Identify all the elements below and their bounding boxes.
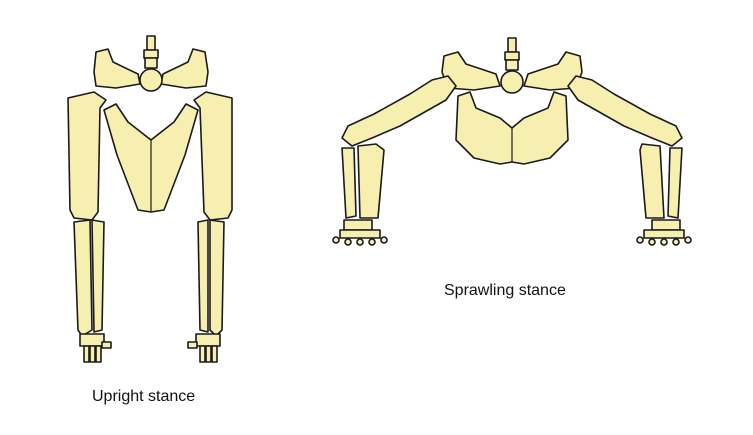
sprawling-leg-left [332, 75, 457, 246]
sprawling-femur-right [567, 75, 683, 147]
upright-skeleton [67, 35, 233, 363]
sprawling-tibia-left [357, 143, 385, 219]
upright-pelvis-wing-right [160, 48, 209, 89]
upright-stance-caption: Upright stance [92, 388, 196, 405]
upright-leg-right [187, 91, 233, 363]
sprawling-fibula-left [341, 147, 357, 219]
upright-spine [143, 35, 159, 69]
upright-leg-left [67, 91, 112, 363]
sprawling-sacrum [500, 70, 524, 94]
sprawling-stance-caption: Sprawling stance [444, 282, 566, 299]
upright-fibula-right [197, 219, 209, 333]
upright-femur-left [67, 91, 107, 221]
upright-pelvis-wing-left [93, 48, 141, 89]
sprawling-leg-right [567, 75, 692, 246]
sprawling-fibula-right [667, 147, 683, 219]
sprawling-spine [504, 37, 520, 71]
upright-femur-right [193, 91, 233, 221]
sprawling-tibia-right [639, 143, 665, 219]
sprawling-femur-left [341, 75, 457, 147]
sprawling-skeleton [332, 37, 692, 246]
upright-fibula-left [91, 219, 105, 333]
upright-sacrum [139, 68, 163, 92]
upright-tibia-right [209, 219, 225, 337]
upright-tibia-left [73, 219, 93, 337]
